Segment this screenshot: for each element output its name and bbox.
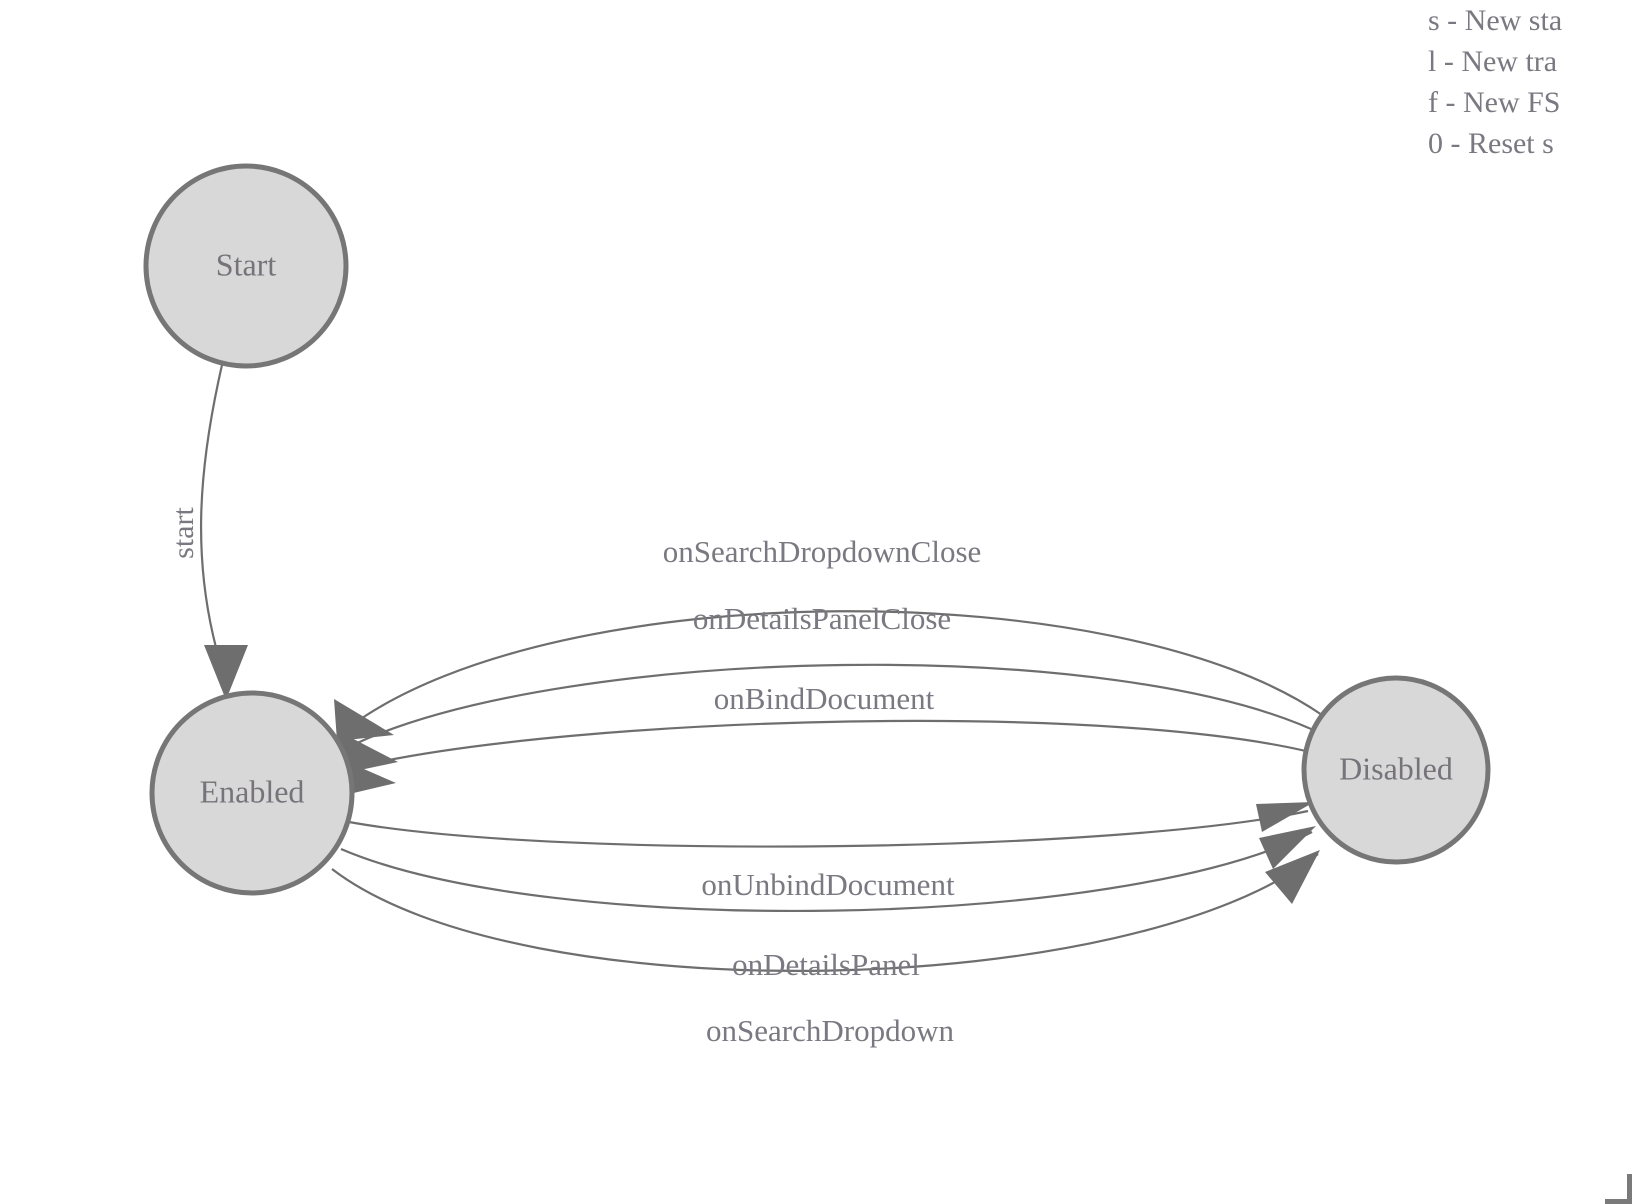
transition-enabled-to-disabled-2[interactable]: [340, 826, 1316, 913]
edge-path-onsearchdropdownclose[interactable]: [351, 610, 1323, 726]
shortcut-new-fsm: f - New FS: [1428, 86, 1561, 119]
edge-label-onsearchdropdown: onSearchDropdown: [706, 1013, 954, 1048]
transition-enabled-to-disabled-3[interactable]: [331, 850, 1320, 972]
edge-path-onsearchdropdown[interactable]: [331, 853, 1319, 972]
transition-disabled-to-enabled-1[interactable]: [334, 610, 1323, 741]
arrowhead-start: [204, 645, 248, 700]
node-disabled-label: Disabled: [1339, 750, 1453, 786]
edge-label-ondetailspanel: onDetailsPanel: [732, 947, 920, 982]
edge-label-start: start: [167, 507, 200, 559]
shortcut-new-state: s - New sta: [1428, 4, 1563, 37]
edge-label-onunbinddocument: onUnbindDocument: [701, 867, 955, 902]
arrowhead-onsearchdropdownclose: [334, 699, 394, 741]
node-start[interactable]: Start: [143, 163, 349, 369]
shortcut-reset: 0 - Reset s: [1428, 127, 1554, 160]
shortcut-new-transition: l - New tra: [1428, 45, 1558, 78]
node-disabled[interactable]: Disabled: [1301, 675, 1491, 865]
node-enabled[interactable]: Enabled: [149, 690, 355, 896]
keyboard-shortcuts-legend: s - New sta l - New tra f - New FS 0 - R…: [1428, 0, 1632, 164]
node-enabled-label: Enabled: [200, 773, 305, 809]
transition-start-to-enabled[interactable]: [199, 364, 248, 700]
transition-disabled-to-enabled-3[interactable]: [341, 719, 1330, 796]
arrowhead-onunbinddocument: [1256, 802, 1314, 832]
edge-path-onunbinddocument[interactable]: [348, 809, 1309, 848]
edge-path-ondetailspanelclose[interactable]: [354, 663, 1327, 745]
edge-path-ondetailspanel[interactable]: [340, 831, 1313, 913]
arrowhead-ondetailspanel: [1259, 826, 1316, 869]
arrowhead-ondetailspanelclose: [340, 732, 398, 774]
edge-path-onbinddocument[interactable]: [355, 719, 1330, 769]
arrowhead-onbinddocument: [341, 760, 396, 796]
edge-label-onbinddocument: onBindDocument: [714, 681, 935, 716]
node-enabled-circle[interactable]: [149, 690, 355, 896]
node-start-circle[interactable]: [143, 163, 349, 369]
node-disabled-circle[interactable]: [1301, 675, 1491, 865]
transition-enabled-to-disabled-1[interactable]: [348, 802, 1314, 848]
edge-label-onsearchdropdownclose: onSearchDropdownClose: [663, 534, 982, 569]
node-start-label: Start: [216, 246, 277, 282]
arrowhead-onsearchdropdown: [1265, 850, 1320, 904]
panel-corner-marker: [1605, 1174, 1632, 1204]
transition-disabled-to-enabled-2[interactable]: [340, 663, 1327, 774]
edge-path-start[interactable]: [199, 364, 224, 656]
edge-label-ondetailspanelclose: onDetailsPanelClose: [693, 601, 951, 636]
